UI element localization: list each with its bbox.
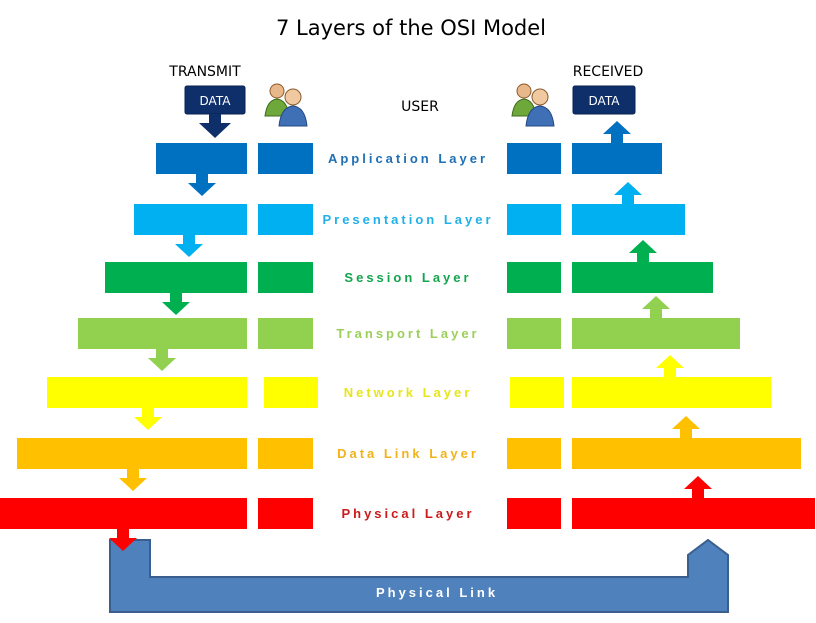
receive-layer-block	[572, 438, 801, 469]
transmit-down-arrow	[162, 293, 190, 315]
receive-layer-block	[572, 143, 662, 174]
receive-header-block	[507, 438, 561, 469]
receive-header-block	[510, 377, 564, 408]
receive-layer-block	[572, 498, 815, 529]
receive-layer-block	[572, 377, 771, 408]
receive-up-arrow	[684, 476, 712, 498]
layer-row: Application Layer	[156, 121, 662, 196]
layer-row: Physical Layer	[0, 476, 815, 551]
receive-up-arrow	[672, 416, 700, 438]
layer-row: Transport Layer	[78, 296, 740, 371]
users-icon	[511, 83, 555, 127]
transmit-down-arrow	[109, 529, 137, 551]
transmit-down-arrow	[119, 469, 147, 491]
receive-layer-block	[572, 204, 685, 235]
transmit-data-box: DATA	[184, 85, 246, 138]
transmit-down-arrow	[134, 408, 162, 430]
layer-row: Presentation Layer	[134, 182, 685, 257]
layer-row: Network Layer	[47, 355, 771, 430]
transmit-layer-block	[47, 377, 247, 408]
layer-row: Data Link Layer	[17, 416, 801, 491]
receive-up-arrow	[603, 121, 631, 143]
transmit-header-block	[258, 318, 313, 349]
transmit-layer-block	[78, 318, 247, 349]
received-data-text: DATA	[589, 94, 621, 108]
transmit-header-block	[258, 204, 313, 235]
receive-up-arrow	[629, 240, 657, 262]
layer-label: Physical Layer	[341, 506, 474, 521]
receive-layer-block	[572, 318, 740, 349]
layer-label: Session Layer	[344, 270, 471, 285]
transmit-data-arrow	[199, 114, 231, 138]
transmit-down-arrow	[188, 174, 216, 196]
physical-link-pipe	[109, 538, 729, 613]
transmit-layer-block	[156, 143, 247, 174]
layer-label: Transport Layer	[336, 326, 479, 341]
transmit-layer-block	[134, 204, 247, 235]
received-data-rect	[572, 85, 636, 115]
transmit-header-block	[258, 498, 313, 529]
transmit-label: TRANSMIT	[168, 64, 241, 80]
layer-label: Network Layer	[344, 385, 473, 400]
transmit-data-text: DATA	[200, 94, 232, 108]
transmit-header-block	[258, 262, 313, 293]
received-data-box: DATA	[572, 85, 636, 115]
transmit-header-block	[258, 143, 313, 174]
layer-label: Application Layer	[328, 151, 488, 166]
transmit-down-arrow	[148, 349, 176, 371]
receive-layer-block	[572, 262, 713, 293]
transmit-down-arrow	[175, 235, 203, 257]
diagram-title: 7 Layers of the OSI Model	[276, 16, 546, 40]
receive-header-block	[507, 262, 561, 293]
received-label: RECEIVED	[573, 64, 644, 80]
layer-label: Data Link Layer	[337, 446, 479, 461]
transmit-header-block	[258, 438, 313, 469]
receive-header-block	[507, 143, 561, 174]
receive-up-arrow	[656, 355, 684, 377]
transmit-layer-block	[0, 498, 247, 529]
users-icon	[264, 83, 308, 127]
transmit-layer-block	[105, 262, 247, 293]
transmit-layer-block	[17, 438, 247, 469]
physical-link-label: Physical Link	[376, 585, 498, 600]
user-label: USER	[401, 99, 439, 115]
receive-header-block	[507, 318, 561, 349]
receive-up-arrow	[642, 296, 670, 318]
layer-label: Presentation Layer	[322, 212, 493, 227]
receive-up-arrow	[614, 182, 642, 204]
receive-header-block	[507, 204, 561, 235]
transmit-header-block	[264, 377, 318, 408]
receive-header-block	[507, 498, 561, 529]
layer-row: Session Layer	[105, 240, 713, 315]
